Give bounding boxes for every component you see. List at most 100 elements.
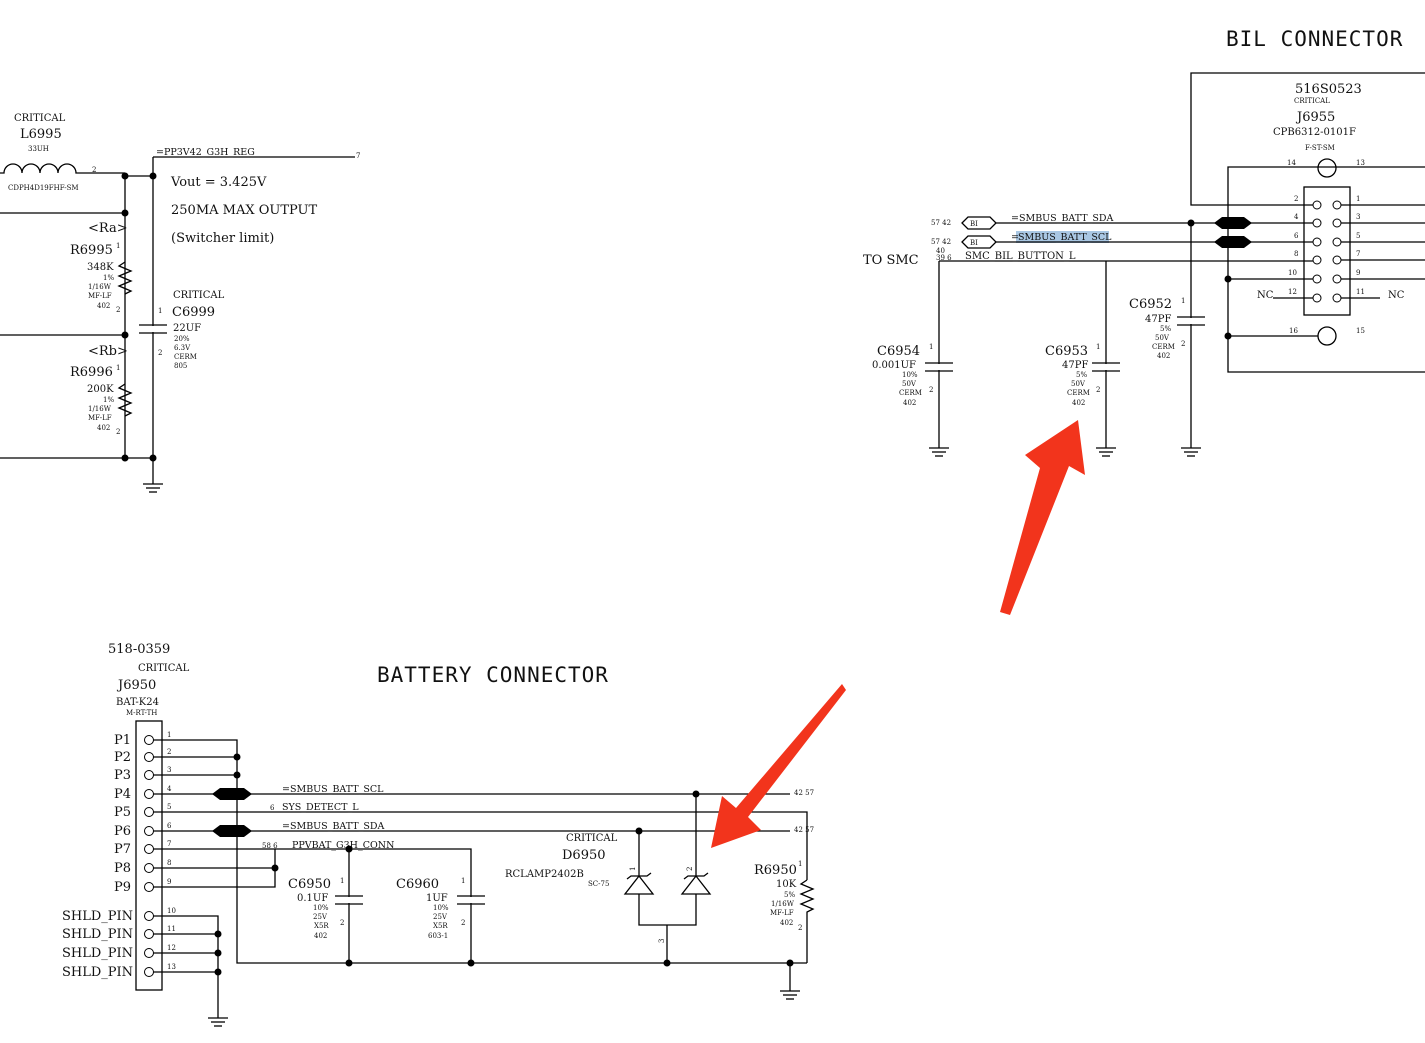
d6950-critical: CRITICAL	[566, 833, 618, 844]
j6955-right-pin: 3	[1356, 213, 1360, 221]
j6950-pin-name: P3	[114, 768, 131, 783]
junction	[1187, 219, 1195, 227]
j6950-ref: J6950	[116, 678, 156, 693]
j6950-pin-number: 11	[167, 925, 176, 933]
c6952-ref: C6952	[1129, 297, 1172, 312]
j6950-pin-circle	[144, 807, 154, 817]
c6999-size: 805	[174, 362, 187, 370]
j6955-ref: J6955	[1295, 110, 1335, 125]
j6950-pin-name: P9	[114, 880, 131, 895]
c6960-pin2: 2	[461, 919, 465, 927]
j6955-body	[1303, 186, 1351, 316]
nc-left-label: NC	[1257, 290, 1274, 301]
j6955-right-pin: 1	[1356, 195, 1360, 203]
pp3v42-net-label: =PP3V42_G3H_REG	[156, 147, 255, 158]
l6995-package: CDPH4D19FHF-SM	[8, 184, 79, 192]
r6950-power: 1/16W	[771, 900, 795, 908]
junction	[1224, 275, 1232, 283]
j6955-right-pin: 9	[1356, 269, 1360, 277]
r6996-symbol	[117, 383, 133, 417]
junction	[214, 968, 222, 976]
j6950-pin-circle	[144, 735, 154, 745]
r6995-tol: 1%	[103, 274, 114, 282]
r6995-type: MF-LF	[88, 292, 112, 300]
junction	[692, 790, 700, 798]
r6995-size: 402	[97, 302, 110, 310]
j6950-pin-circle	[144, 948, 154, 958]
r6996-tol: 1%	[103, 396, 114, 404]
c6953-tol: 5%	[1076, 371, 1087, 379]
c6952-value: 47PF	[1145, 314, 1171, 325]
annotation-arrow-up-icon	[1000, 420, 1085, 615]
j6955-right-pin: 11	[1356, 288, 1365, 296]
c6953-size: 402	[1072, 399, 1085, 407]
junction	[233, 771, 241, 779]
r6950-pin2: 2	[798, 924, 802, 932]
c6960-tol: 10%	[433, 904, 449, 912]
bil-inner-frame	[1227, 166, 1425, 373]
junction	[214, 930, 222, 938]
j6950-pin-name: SHLD_PIN	[62, 965, 133, 980]
bil-section: BIL CONNECTOR 516S0523 CRITICAL J6955 CP…	[863, 27, 1425, 457]
j6950-pin-circle	[144, 967, 154, 977]
bil-scl-label: SMBUS_BATT_SCL	[1018, 232, 1112, 243]
r6995-pin1: 1	[116, 242, 120, 250]
j6950-pin-name: P6	[114, 824, 131, 839]
r6996-pin2: 2	[116, 428, 120, 436]
c6952-tol: 5%	[1160, 325, 1171, 333]
r6950-value: 10K	[776, 879, 797, 890]
j6950-pin-name: P5	[114, 805, 131, 820]
bil-sda-flag-text: BI	[970, 220, 978, 228]
r6950-size: 402	[780, 919, 793, 927]
switcher-limit-note: (Switcher limit)	[171, 231, 274, 246]
j6950-package: M-RT-TH	[126, 709, 157, 717]
c6950-type: X5R	[314, 922, 329, 930]
j6955-pin16: 16	[1289, 327, 1298, 335]
j6955-pins	[1228, 200, 1425, 303]
j6955-left-pin: 8	[1294, 250, 1298, 258]
junction	[467, 959, 475, 967]
bat-scl-pages: 42 57	[794, 789, 814, 797]
c6954-pin1: 1	[929, 343, 933, 351]
r6995-value: 348K	[87, 262, 114, 273]
c6950-pin2: 2	[340, 919, 344, 927]
battery-section: BATTERY CONNECTOR 518-0359 CRITICAL J695…	[62, 642, 815, 1027]
c6953-volt: 50V	[1071, 380, 1086, 388]
c6960-value: 1UF	[426, 893, 448, 904]
c6953-ref: C6953	[1045, 344, 1088, 359]
ppvbat-wire	[275, 848, 472, 963]
ground-symbol	[1181, 447, 1201, 457]
c6954-type: CERM	[899, 389, 922, 397]
j6955-left-pin: 4	[1294, 213, 1299, 221]
bil-critical: CRITICAL	[1294, 97, 1330, 105]
c6950-tol: 10%	[313, 904, 329, 912]
j6955-right-pin: 5	[1356, 232, 1360, 240]
r6950-top-wire	[790, 811, 808, 880]
rb-label: <Rb>	[88, 344, 128, 359]
c6960-pin1: 1	[461, 877, 465, 885]
junction	[271, 864, 279, 872]
j6950-pin-circle	[144, 863, 154, 873]
c6952-pin1: 1	[1181, 297, 1185, 305]
j6950-pin-circle	[144, 929, 154, 939]
j6950-pin-name: SHLD_PIN	[62, 946, 133, 961]
junction	[345, 959, 353, 967]
junction	[121, 172, 129, 180]
ferrite-bead-scl	[1214, 236, 1252, 248]
j6950-pin-number: 6	[167, 822, 172, 830]
c6950-capacitor	[335, 895, 363, 905]
d6950-pin1: 1	[629, 867, 637, 871]
shield-wire	[153, 915, 219, 1018]
regulator-section: CRITICAL L6995 33UH 2 CDPH4D19FHF-SM =PP…	[0, 113, 360, 493]
ra-label: <Ra>	[88, 221, 128, 236]
r6996-pin1: 1	[116, 364, 120, 372]
c6960-ref: C6960	[396, 877, 439, 892]
c6952-volt: 50V	[1155, 334, 1170, 342]
j6950-pin-name: P2	[114, 750, 131, 765]
bil-sda-pages: 57 42	[931, 219, 951, 227]
c6950-size: 402	[314, 932, 327, 940]
bil-sda-label: =SMBUS_BATT_SDA	[1011, 213, 1113, 224]
ferrite-bead-sda	[1214, 217, 1252, 229]
c6999-type: CERM	[174, 353, 197, 361]
j6955-left-pin: 12	[1288, 288, 1297, 296]
